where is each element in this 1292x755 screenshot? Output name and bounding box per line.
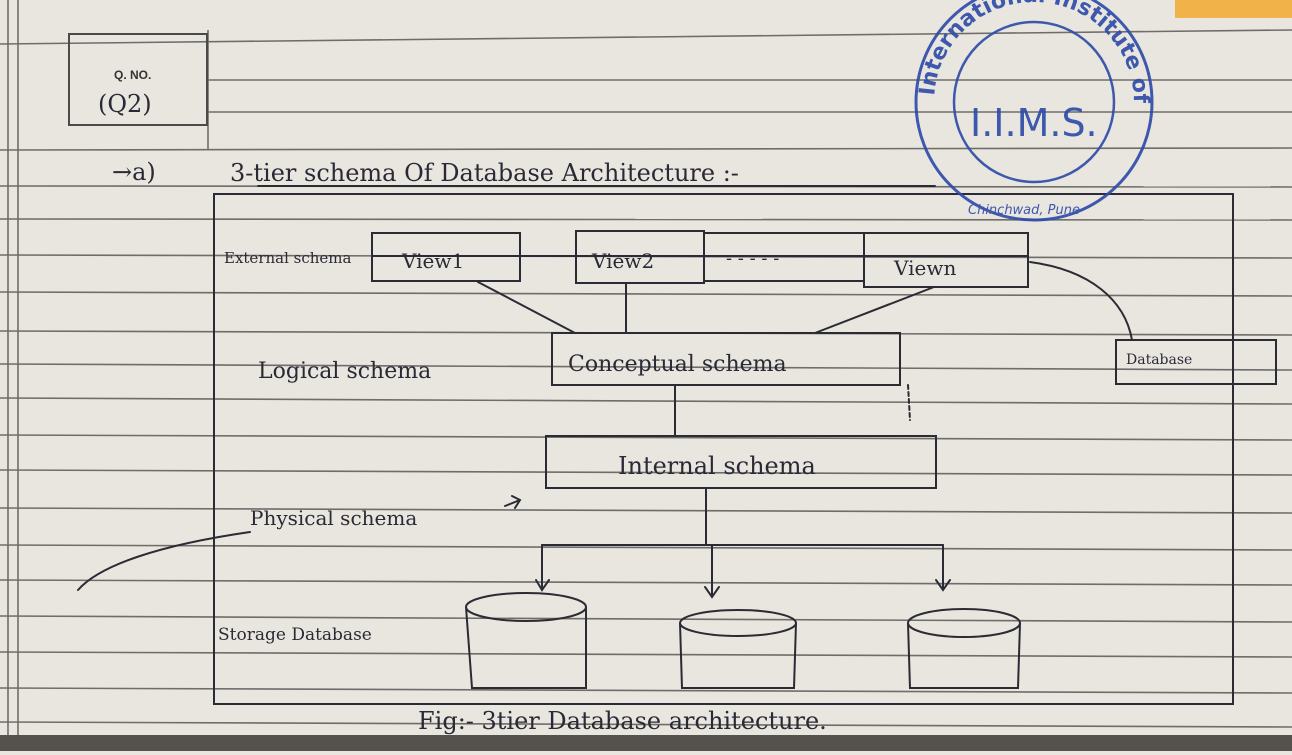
side-database-box <box>1115 339 1277 385</box>
storage-cylinder-1 <box>465 592 587 689</box>
storage-cylinder-2 <box>679 609 797 689</box>
heading-marker: →a) <box>112 158 156 186</box>
view-ellipsis-label: - - - - - <box>726 248 779 269</box>
storage-database-label: Storage Database <box>218 625 372 645</box>
page-bottom-edge <box>0 735 1292 751</box>
diagram-frame <box>213 193 1234 705</box>
internal-schema-label: Internal schema <box>618 452 816 480</box>
viewn-label: Viewn <box>893 256 956 280</box>
orange-tab <box>1175 0 1292 18</box>
conceptual-schema-label: Conceptual schema <box>568 352 787 377</box>
view2-label: View2 <box>591 249 654 273</box>
logical-schema-label: Logical schema <box>258 359 431 384</box>
stamp-inner-text: I.I.M.S. <box>970 101 1098 145</box>
question-number-label: Q. NO. <box>114 68 152 82</box>
internal-box <box>545 435 937 489</box>
side-database-label: Database <box>1126 352 1192 368</box>
storage-cylinder-3 <box>907 608 1021 689</box>
question-number-box <box>68 33 208 126</box>
viewn-box <box>863 232 1029 288</box>
heading-title: 3-tier schema Of Database Architecture :… <box>230 159 739 187</box>
stamp-bottom-text: Chinchwad, Pune <box>968 203 1080 218</box>
figure-caption: Fig:- 3tier Database architecture. <box>418 707 827 735</box>
view1-label: View1 <box>401 249 464 273</box>
external-schema-label: External schema <box>224 249 352 267</box>
question-number-value: (Q2) <box>98 90 152 118</box>
physical-schema-label: Physical schema <box>250 506 417 530</box>
conceptual-box <box>551 332 901 386</box>
